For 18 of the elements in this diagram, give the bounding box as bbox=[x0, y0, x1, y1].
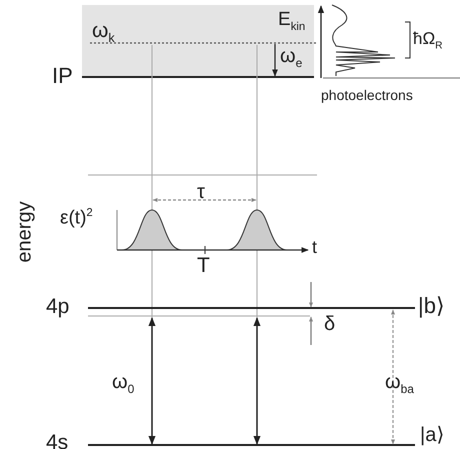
level-name: IP bbox=[52, 65, 73, 87]
delay-symbol: τ bbox=[197, 182, 205, 202]
level-name: 4s bbox=[46, 432, 68, 449]
detuning-symbol: δ bbox=[324, 314, 336, 334]
state-label: |a⟩ bbox=[420, 425, 444, 445]
axis-label: t bbox=[312, 238, 318, 256]
axis-label: energy bbox=[14, 201, 35, 263]
frequency-symbol: ω$_{0}$ bbox=[112, 372, 134, 395]
splitting-symbol: ħΩ$_{R}$ bbox=[413, 30, 443, 52]
energy-symbol: E$_{kin}$ bbox=[278, 10, 306, 34]
axis-label: photoelectrons bbox=[321, 88, 413, 102]
level-symbol: ω$_{e}$ bbox=[280, 46, 302, 69]
axis-label: ε(t)$^{2}$ bbox=[60, 208, 93, 228]
frequency-symbol: ω$_{ba}$ bbox=[385, 372, 414, 395]
state-label: |b⟩ bbox=[418, 295, 445, 317]
level-name: 4p bbox=[46, 296, 70, 317]
level-symbol: ω$_{k}$ bbox=[92, 20, 115, 45]
time-symbol: T bbox=[197, 255, 210, 276]
